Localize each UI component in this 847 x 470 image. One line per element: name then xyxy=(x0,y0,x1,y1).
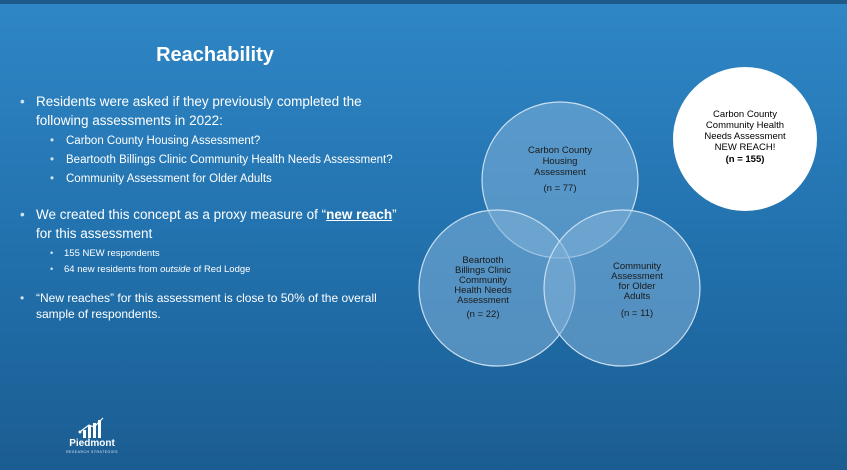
older-line-2: Assessment xyxy=(611,271,663,282)
chna-line-5: Assessment xyxy=(457,295,509,306)
sub-bullet-new-respondents: 155 NEW respondents xyxy=(50,247,400,260)
new-line-4: NEW REACH! xyxy=(715,142,776,153)
chna-line-2: Billings Clinic xyxy=(455,265,511,276)
bullet-new-reaches: “New reaches” for this assessment is clo… xyxy=(20,290,400,322)
older-n: (n = 11) xyxy=(621,308,653,319)
piedmont-logo: Piedmont RESEARCH STRATEGIES xyxy=(62,416,122,460)
older-line-4: Adults xyxy=(624,291,651,302)
sub-bullet-housing: Carbon County Housing Assessment? xyxy=(50,134,400,149)
new-reach-term: new reach xyxy=(326,207,393,222)
older-line-3: for Older xyxy=(619,281,656,292)
bullet-proxy-measure: We created this concept as a proxy measu… xyxy=(20,205,400,243)
new-line-2: Community Health xyxy=(706,120,784,131)
circle-new-reach xyxy=(673,67,817,211)
chna-n: (n = 22) xyxy=(466,309,499,320)
bullet-list: Residents were asked if they previously … xyxy=(20,92,400,326)
new-line-1: Carbon County xyxy=(713,109,777,120)
chna-line-4: Health Needs xyxy=(454,285,512,296)
bullet-residents-asked: Residents were asked if they previously … xyxy=(20,92,400,130)
top-border xyxy=(0,0,847,4)
bar-chart-logo-icon xyxy=(78,417,104,438)
older-line-1: Community xyxy=(613,261,661,272)
chna-line-1: Beartooth xyxy=(462,255,503,266)
housing-line-2: Housing xyxy=(543,156,578,167)
sub-bullet-outside-red-lodge: 64 new residents from outside of Red Lod… xyxy=(50,263,400,276)
proxy-suffix: ” for this assessment xyxy=(36,207,397,241)
sub-bullet-chna: Beartooth Billings Clinic Community Heal… xyxy=(50,153,400,168)
logo-subtitle: RESEARCH STRATEGIES xyxy=(66,450,118,454)
outside-text-c: of Red Lodge xyxy=(190,264,251,275)
proxy-prefix: We created this concept as a proxy measu… xyxy=(36,207,327,222)
outside-text-a: 64 new residents from xyxy=(64,264,161,275)
outside-text-b: outside xyxy=(160,264,191,275)
slide-title: Reachability xyxy=(156,44,274,66)
new-line-3: Needs Assessment xyxy=(704,131,786,142)
housing-line-3: Assessment xyxy=(534,167,586,178)
new-n: (n = 155) xyxy=(726,154,765,165)
chna-line-3: Community xyxy=(459,275,507,286)
circle-older-adults xyxy=(543,209,701,367)
housing-line-1: Carbon County xyxy=(528,145,592,156)
sub-bullet-older-adults: Community Assessment for Older Adults xyxy=(50,172,400,187)
logo-name: Piedmont xyxy=(69,438,115,449)
housing-n: (n = 77) xyxy=(543,183,576,194)
